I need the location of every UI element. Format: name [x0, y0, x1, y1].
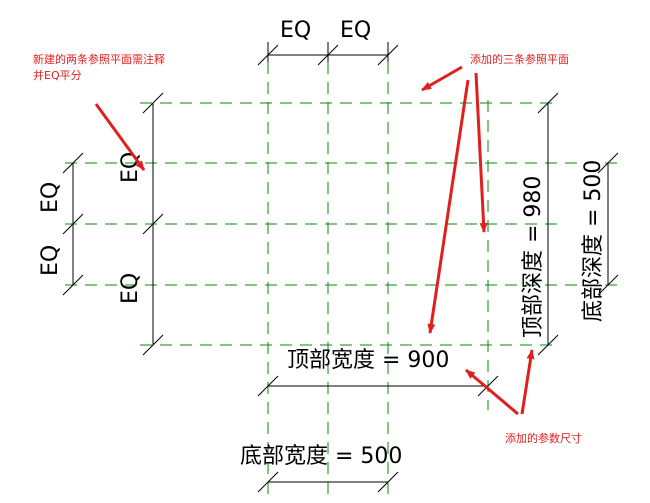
top-depth-dimension[interactable]	[537, 92, 559, 356]
left-eq-dimension-inner[interactable]	[142, 92, 164, 356]
arrow-to-plane-middle	[427, 79, 470, 334]
eq-label-left-outer-lower[interactable]: EQ	[38, 245, 63, 276]
arrow-to-plane-top	[421, 65, 463, 92]
arrow-to-new-planes	[94, 103, 146, 171]
new-planes-note-line2: 并EQ平分	[33, 68, 82, 82]
bottom-depth-label[interactable]: 底部深度 = 500	[581, 160, 606, 322]
annotation-arrows	[94, 65, 535, 416]
bottom-depth-dimension[interactable]	[597, 152, 619, 296]
top-width-dimension[interactable]	[257, 375, 499, 397]
dimension-lines	[62, 42, 619, 493]
new-planes-note-line1: 新建的两条参照平面需注释	[33, 52, 165, 66]
top-width-label[interactable]: 顶部宽度 = 900	[287, 348, 449, 373]
eq-label-top-right[interactable]: EQ	[340, 18, 371, 43]
arrow-to-top-depth	[520, 349, 535, 415]
top-depth-label[interactable]: 顶部深度 = 980	[521, 176, 546, 338]
param-dims-note: 添加的参数尺寸	[505, 431, 582, 445]
reference-planes	[65, 42, 620, 500]
annotation-notes: 新建的两条参照平面需注释 并EQ平分 添加的三条参照平面 添加的参数尺寸	[33, 52, 582, 445]
arrow-to-plane-right	[474, 72, 488, 233]
top-eq-dimension[interactable]	[257, 42, 399, 66]
bottom-width-dimension[interactable]	[257, 471, 399, 493]
left-eq-dimension-outer[interactable]	[62, 152, 84, 296]
arrow-to-top-width	[465, 368, 519, 416]
eq-label-left-outer-upper[interactable]: EQ	[38, 182, 63, 213]
eq-label-left-inner-lower[interactable]: EQ	[118, 273, 143, 304]
bottom-width-label[interactable]: 底部宽度 = 500	[240, 444, 402, 469]
three-planes-note: 添加的三条参照平面	[470, 52, 569, 66]
eq-label-left-inner-upper[interactable]: EQ	[118, 152, 143, 183]
eq-label-top-left[interactable]: EQ	[280, 18, 311, 43]
dimension-labels: EQ EQ EQ EQ EQ EQ 顶部宽度 = 900 底部宽度 = 500 …	[38, 18, 606, 469]
